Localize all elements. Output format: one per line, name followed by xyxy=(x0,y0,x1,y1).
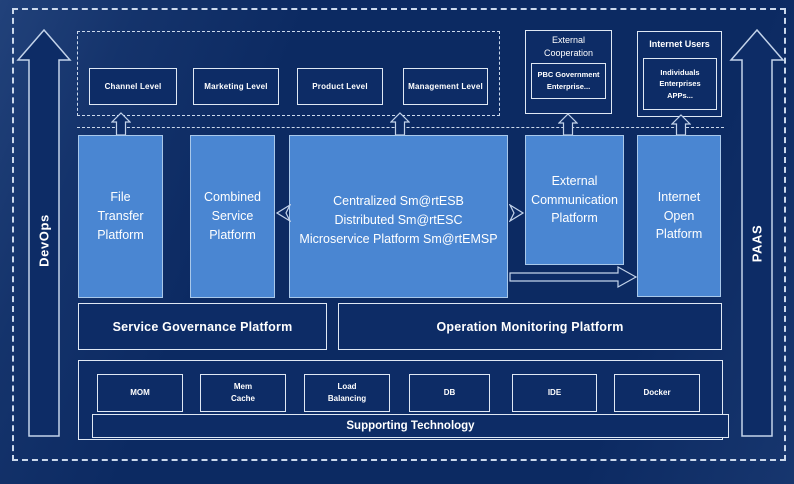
levels-dashed-container xyxy=(77,31,500,116)
external-cooperation-inner-box: PBC Government Enterprise... xyxy=(531,63,606,99)
platform-file-transfer: File Transfer Platform xyxy=(78,135,163,298)
level-label: Product Level xyxy=(312,82,368,91)
chevron-right-icon xyxy=(509,204,524,222)
level-box-marketing: Marketing Level xyxy=(193,68,279,105)
tech-box-ide: IDE xyxy=(512,374,597,412)
service-governance-box: Service Governance Platform xyxy=(78,303,327,350)
tech-box-docker: Docker xyxy=(614,374,700,412)
up-arrow-icon xyxy=(558,113,578,135)
platform-internet-open: Internet Open Platform xyxy=(637,135,721,297)
up-arrow-icon xyxy=(111,112,131,135)
internet-users-inner-box: Individuals Enterprises APPs... xyxy=(643,58,717,110)
platform-external-communication: External Communication Platform xyxy=(525,135,624,265)
paas-label: PAAS xyxy=(749,224,765,263)
long-right-arrow-icon xyxy=(509,265,638,289)
paas-arrow-icon xyxy=(729,28,785,437)
level-box-management: Management Level xyxy=(403,68,488,105)
outer-dashed-border xyxy=(12,8,786,461)
external-cooperation-title: External Cooperation xyxy=(543,34,594,58)
devops-label: DevOps xyxy=(36,214,52,267)
tech-box-mom: MOM xyxy=(97,374,183,412)
internet-users-title: Internet Users xyxy=(649,39,710,50)
level-box-channel: Channel Level xyxy=(89,68,177,105)
level-label: Channel Level xyxy=(104,82,162,91)
level-label: Marketing Level xyxy=(204,82,268,91)
up-arrow-icon xyxy=(390,112,410,135)
chevron-left-icon xyxy=(276,204,291,222)
supporting-technology-bar: Supporting Technology xyxy=(92,414,729,438)
level-box-product: Product Level xyxy=(297,68,383,105)
platform-combined-service: Combined Service Platform xyxy=(190,135,275,298)
tech-box-load-balancing: Load Balancing xyxy=(304,374,390,412)
level-label: Management Level xyxy=(408,82,483,91)
tech-box-mem-cache: Mem Cache xyxy=(200,374,286,412)
platform-esb: Centralized Sm@rtESB Distributed Sm@rtES… xyxy=(289,135,508,298)
tech-box-db: DB xyxy=(409,374,490,412)
up-arrow-icon xyxy=(671,114,691,135)
devops-arrow-icon xyxy=(16,28,72,437)
operation-monitoring-box: Operation Monitoring Platform xyxy=(338,303,722,350)
